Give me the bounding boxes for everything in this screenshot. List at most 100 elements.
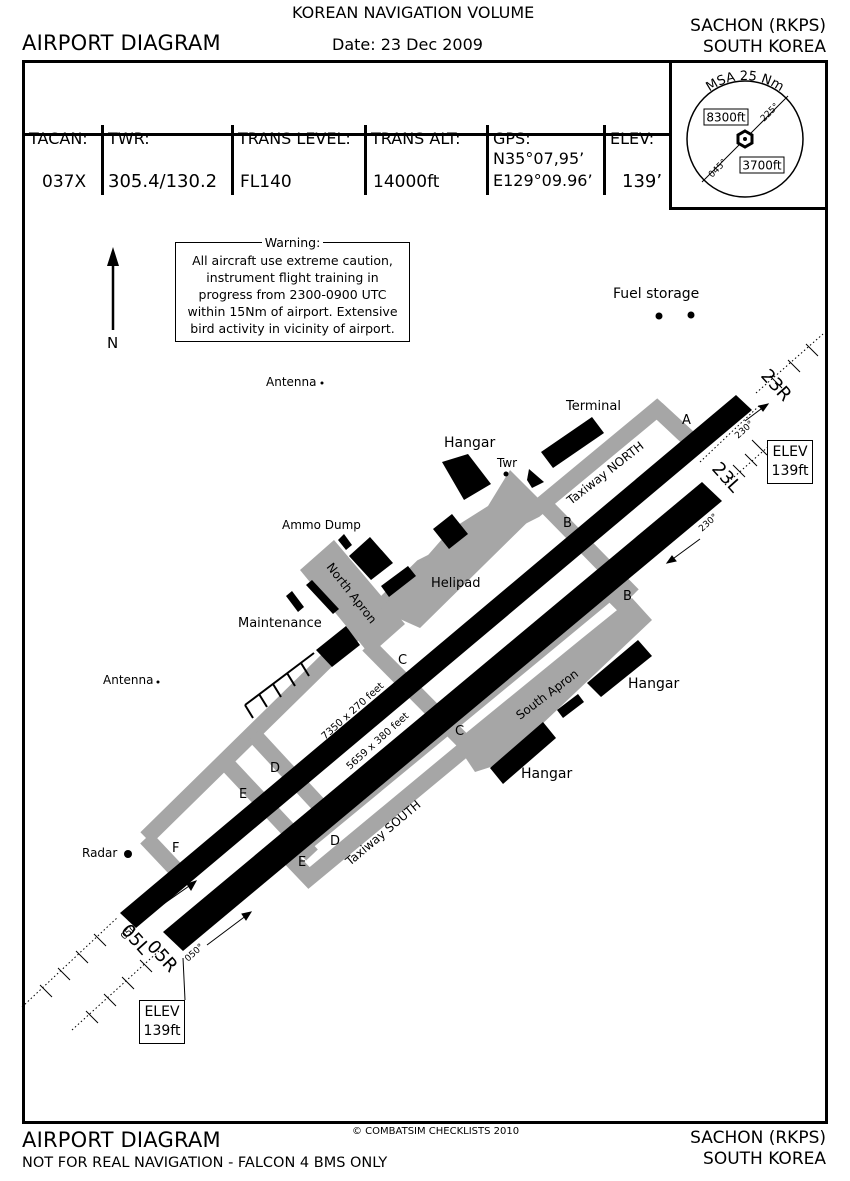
helipad-label: Helipad [431,576,481,591]
taxiway-c-label-north: C [398,653,407,668]
chart-date: Date: 23 Dec 2009 [332,35,483,54]
footer-airport-block: SACHON (RKPS) SOUTH KOREA [690,1128,826,1170]
header-airport: SACHON (RKPS) [690,16,826,36]
maintenance-label: Maintenance [238,616,322,631]
taxiway-a-label: A [682,413,691,428]
hangar-south-east-label: Hangar [628,676,680,692]
elev-value: 139’ [622,171,663,192]
trans-level-cell: TRANS LEVEL: FL140 [234,125,367,195]
terminal-annex [527,469,544,488]
msa-diagram: MSA 25 Nm 8300ft 3700ft 225° 045° [686,69,804,198]
taxiway-b-label-north: B [563,516,572,531]
helipad-building [433,514,468,549]
maintenance-strip [306,580,339,614]
footer-copyright: © COMBATSIM CHECKLISTS 2010 [352,1126,520,1137]
helipad-apron [380,470,545,628]
antenna-west-dot [156,680,160,684]
approach-lights [21,333,824,1031]
footer-disclaimer: NOT FOR REAL NAVIGATION - FALCON 4 BMS O… [22,1155,388,1171]
elev-box-23-value: 139ft [771,463,809,479]
taxiway-b-label-south: B [623,589,632,604]
north-apron [300,540,405,655]
twr-cell: TWR: 305.4/130.2 [104,125,234,195]
taxiway-d-label-north: D [270,761,280,776]
twr-value: 305.4/130.2 [108,171,218,192]
north-label: N [107,334,119,352]
header-airport-block: SACHON (RKPS) SOUTH KOREA [690,16,826,58]
trans-level-label: TRANS LEVEL: [238,129,351,148]
gps-cell: GPS: N35°07,95’ E129°09.96’ [489,125,606,195]
parking-stands [244,652,315,719]
gps-lon: E129°09.96’ [493,171,593,190]
heading-arrows [151,403,770,946]
maintenance-building [316,626,360,667]
trans-level-value: FL140 [240,172,292,192]
info-bar: TACAN: 037X TWR: 305.4/130.2 TRANS LEVEL… [25,63,672,195]
trans-alt-label: TRANS ALT: [371,129,461,148]
fuel-tank-1 [655,312,663,320]
taxiway-e-label-south: E [298,855,306,870]
antenna-west-label: Antenna [103,673,154,687]
elev-box-05-value: 139ft [143,1023,181,1039]
msa-alt-south: 3700ft [742,159,782,173]
antenna-north-dot [320,381,324,385]
taxiway-a [651,403,696,446]
radar-label: Radar [82,846,118,860]
trans-alt-cell: TRANS ALT: 14000ft [367,125,489,195]
diagram-frame [22,60,828,1124]
gps-lat: N35°07,95’ [493,149,585,168]
south-apron [455,598,652,772]
runway-05l-23r [120,395,752,928]
elev-box-05-label: ELEV [144,1004,180,1020]
tower-dot [503,471,509,477]
hangar-north-label: Hangar [444,435,496,451]
tacan-label: TACAN: [29,129,88,148]
taxiway-d-label-south: D [330,834,340,849]
hangar-north [442,454,491,500]
radar-dot [124,850,132,858]
ammo-dump-shed [381,566,416,597]
ammo-dump-label: Ammo Dump [282,518,361,532]
approach-light-bars [39,343,819,1024]
elev-box-05: ELEV 139ft [139,1000,185,1044]
tacan-station-icon [736,129,754,149]
msa-alt-north: 8300ft [706,111,746,125]
tacan-cell: TACAN: 037X [25,125,104,195]
terminal-label: Terminal [566,399,621,414]
msa-circle [686,80,804,198]
hangar-south-east [587,640,652,697]
trans-alt-value: 14000ft [373,172,440,192]
warning-box: Warning: All aircraft use extreme cautio… [175,235,410,342]
warning-title: Warning: [261,235,324,250]
elev-box-23: ELEV 139ft [767,440,813,484]
footer-airport: SACHON (RKPS) [690,1128,826,1148]
aprons [300,470,652,772]
warning-text: All aircraft use extreme caution, instru… [187,253,398,336]
buildings [286,417,652,784]
tacan-value: 037X [42,172,87,192]
hangar-south-label: Hangar [521,766,573,782]
page-title: AIRPORT DIAGRAM [22,31,221,55]
taxiway-f-label: F [172,841,179,856]
elev-box-23-label: ELEV [772,444,808,460]
msa-box [669,60,825,210]
gps-label: GPS: [493,129,531,148]
tower-label: Twr [497,456,518,470]
footer-country: SOUTH KOREA [703,1149,826,1169]
elev-label: ELEV: [610,129,655,148]
ammo-dump-bunker [338,534,352,550]
header-country: SOUTH KOREA [703,37,826,57]
volume-title: KOREAN NAVIGATION VOLUME [292,3,535,22]
fuel-tank-2 [687,311,695,319]
fuel-storage-label: Fuel storage [613,286,700,302]
north-arrow-icon [107,247,119,330]
taxiway-c-label-south: C [455,724,464,739]
terminal-building [541,417,604,468]
antenna-north-label: Antenna [266,375,317,389]
south-apron-shed [557,694,584,718]
maintenance-bar [286,591,304,612]
taxiway-e-label-north: E [239,787,247,802]
point-markers [124,311,695,858]
